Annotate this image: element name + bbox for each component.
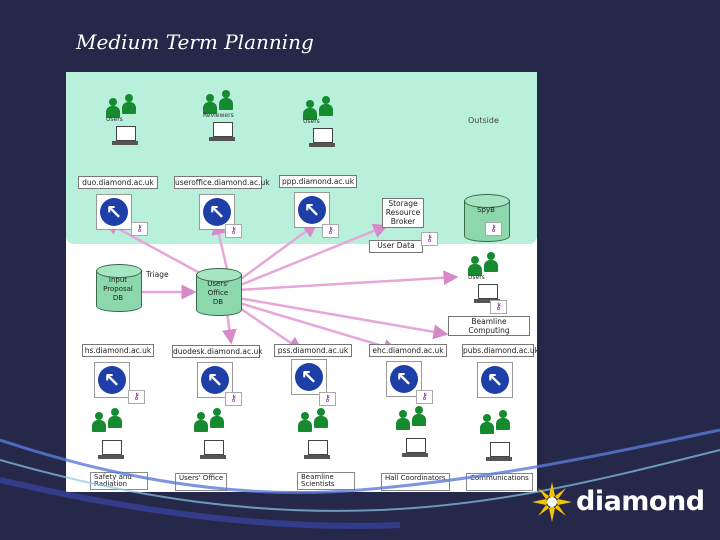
- key-icon: ⚷: [322, 224, 339, 238]
- computer-icon: [478, 284, 498, 299]
- key-icon: ⚷: [128, 390, 145, 404]
- connection-arrows: [103, 219, 459, 354]
- beamline-users-group: Users: [464, 252, 508, 310]
- app-pubs-icon[interactable]: ↖: [477, 362, 513, 398]
- key-icon: ⚷: [319, 392, 336, 406]
- storage-resource-broker: Storage Resource Broker: [382, 198, 424, 228]
- app-duo-icon[interactable]: ↖: [96, 194, 132, 230]
- key-icon: ⚷: [421, 232, 438, 246]
- users-group-comms: [476, 410, 520, 468]
- beamline-computing: Beamline Computing: [448, 316, 530, 336]
- computer-icon: [213, 122, 233, 137]
- key-icon: ⚷: [490, 300, 507, 314]
- computer-icon: [204, 440, 224, 455]
- top-users-group-1: Users: [102, 94, 146, 152]
- arrow-to-ppp: [233, 222, 319, 286]
- useroffice-database: Users' Office DB: [196, 268, 242, 320]
- host-pss: pss.diamond.ac.uk: [274, 344, 352, 357]
- host-ppp: ppp.diamond.ac.uk: [279, 175, 357, 188]
- diamond-logo: [532, 482, 572, 522]
- app-ppp-icon[interactable]: ↖: [294, 192, 330, 228]
- arrow-to-userdata: [237, 270, 459, 292]
- users-group-beamline: [294, 408, 338, 466]
- host-duodesk: duodesk.diamond.ac.uk: [172, 345, 263, 358]
- triage-label: Triage: [146, 270, 169, 279]
- top-reviewers-group: Reviewers: [199, 90, 243, 148]
- key-icon: ⚷: [416, 390, 433, 404]
- app-pss-icon[interactable]: ↖: [291, 359, 327, 395]
- key-icon: ⚷: [485, 222, 502, 236]
- host-hs: hs.diamond.ac.uk: [82, 344, 154, 357]
- arrow-to-storage: [237, 223, 389, 288]
- key-icon: ⚷: [225, 224, 242, 238]
- label-beamline-scientists: Beamline Scientists: [297, 472, 355, 490]
- arrow-to-ehc: [235, 300, 399, 354]
- app-duodesk-icon[interactable]: ↖: [197, 362, 233, 398]
- users-group-office: [190, 408, 234, 466]
- proposal-database: Input Proposal DB: [96, 264, 142, 316]
- top-users-group-2: Users: [299, 96, 343, 154]
- computer-icon: [308, 440, 328, 455]
- computer-icon: [116, 126, 136, 141]
- host-pubs: pubs.diamond.ac.uk: [462, 344, 537, 357]
- diamond-wordmark: diamond: [576, 486, 705, 517]
- architecture-diagram: Outside Users Reviewers: [66, 72, 537, 492]
- spyb-database: SpyB: [464, 194, 510, 246]
- host-useroffice: useroffice.diamond.ac.uk: [174, 176, 270, 189]
- slide-title: Medium Term Planning: [76, 30, 314, 54]
- computer-icon: [313, 128, 333, 143]
- host-duo: duo.diamond.ac.uk: [78, 176, 158, 189]
- computer-icon: [490, 442, 510, 457]
- computer-icon: [406, 438, 426, 453]
- key-icon: ⚷: [225, 392, 242, 406]
- users-group-hall: [392, 406, 436, 464]
- app-hs-icon[interactable]: ↖: [94, 362, 130, 398]
- key-icon: ⚷: [131, 222, 148, 236]
- arrow-to-pss: [233, 302, 304, 352]
- outside-zone-label: Outside: [468, 116, 499, 125]
- users-group-safety: [88, 408, 132, 466]
- user-data-label: User Data: [369, 240, 423, 253]
- computer-icon: [102, 440, 122, 455]
- decorative-swoosh: [0, 428, 720, 529]
- arrow-to-beamline: [237, 296, 449, 340]
- host-ehc: ehc.diamond.ac.uk: [369, 344, 447, 357]
